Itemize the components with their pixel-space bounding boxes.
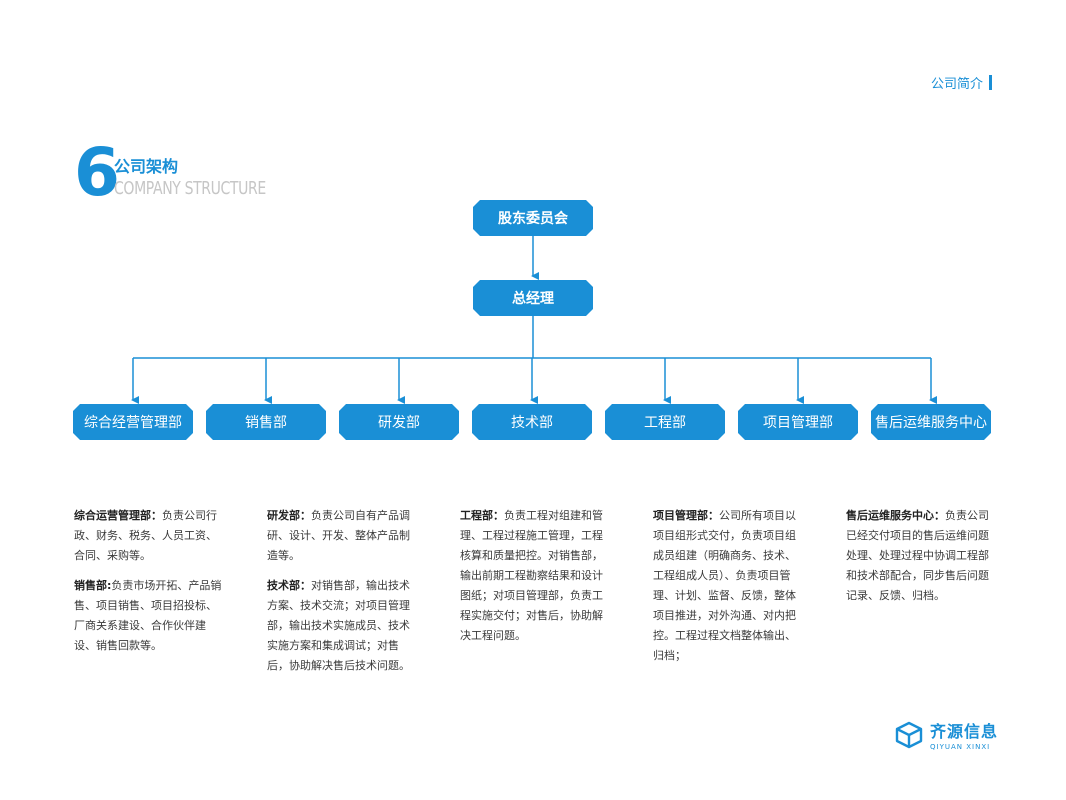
logo-pinyin: QIYUAN XINXI [930,743,991,751]
cube-logo-icon [895,721,923,748]
desc-sep: ： [708,509,719,522]
desc-sep: ： [300,509,311,522]
desc-text: 负责公司自有产品调研、设计、开发、整体产品制造等。 [267,509,410,562]
desc-text: 对销售部，输出技术方案、技术交流；对项目管理部，输出技术实施成员、技术实施方案和… [267,579,410,672]
desc-text: 负责公司行政、财务、税务、人员工资、合同、采购等。 [74,509,217,562]
desc-label: 工程部 [460,509,493,522]
desc-engineering: 工程部：负责工程对组建和管理、工程过程施工管理，工程核算和质量把控。对销售部，输… [460,506,610,646]
desc-label: 技术部 [267,579,300,592]
desc-sales: 销售部:负责市场开拓、产品销售、项目销售、项目招投标、厂商关系建设、合作伙伴建设… [74,576,224,656]
desc-sep: ： [493,509,504,522]
desc-text: 负责市场开拓、产品销售、项目销售、项目招投标、厂商关系建设、合作伙伴建设、销售回… [74,579,222,652]
desc-rnd: 研发部：负责公司自有产品调研、设计、开发、整体产品制造等。 [267,506,417,566]
company-logo: 齐源信息 QIYUAN XINXI [894,718,998,751]
desc-general-ops: 综合运营管理部：负责公司行政、财务、税务、人员工资、合同、采购等。 [74,506,224,566]
desc-after-sales: 售后运维服务中心：负责公司已经交付项目的售后运维问题处理、处理过程中协调工程部和… [846,506,996,606]
desc-sep: ： [300,579,311,592]
desc-text: 负责公司已经交付项目的售后运维问题处理、处理过程中协调工程部和技术部配合，同步售… [846,509,989,602]
desc-label: 售后运维服务中心 [846,509,934,522]
node-general-manager: 总经理 [473,280,593,316]
node-dept-project-mgmt: 项目管理部 [738,404,858,440]
desc-sep: : [107,579,112,592]
section-label: 公司简介 [930,77,983,92]
desc-label: 综合运营管理部 [74,509,151,522]
desc-column-1: 综合运营管理部：负责公司行政、财务、税务、人员工资、合同、采购等。 销售部:负责… [74,506,224,666]
desc-column-5: 售后运维服务中心：负责公司已经交付项目的售后运维问题处理、处理过程中协调工程部和… [846,506,996,616]
desc-label: 项目管理部 [653,509,708,522]
node-dept-general-ops: 综合经营管理部 [73,404,193,440]
desc-label: 研发部 [267,509,300,522]
desc-text: 公司所有项目以项目组形式交付，负责项目组成员组建（明确商务、技术、工程组成人员）… [653,509,796,662]
node-dept-after-sales: 售后运维服务中心 [871,404,991,440]
desc-column-4: 项目管理部：公司所有项目以项目组形式交付，负责项目组成员组建（明确商务、技术、工… [653,506,803,676]
node-dept-rnd: 研发部 [339,404,459,440]
page-title: 公司架构 [114,157,179,176]
logo-name: 齐源信息 [930,722,999,741]
node-dept-engineering: 工程部 [605,404,725,440]
section-tag: 公司简介 [931,73,992,92]
desc-project-mgmt: 项目管理部：公司所有项目以项目组形式交付，负责项目组成员组建（明确商务、技术、工… [653,506,803,666]
node-shareholders: 股东委员会 [473,200,593,236]
page-subtitle: COMPANY STRUCTURE [114,178,266,199]
node-dept-sales: 销售部 [206,404,326,440]
desc-text: 负责工程对组建和管理、工程过程施工管理，工程核算和质量把控。对销售部，输出前期工… [460,509,603,642]
desc-column-3: 工程部：负责工程对组建和管理、工程过程施工管理，工程核算和质量把控。对销售部，输… [460,506,610,656]
desc-sep: ： [934,509,945,522]
section-bar [989,75,992,90]
node-dept-tech: 技术部 [472,404,592,440]
desc-sep: ： [151,509,162,522]
desc-tech: 技术部：对销售部，输出技术方案、技术交流；对项目管理部，输出技术实施成员、技术实… [267,576,417,676]
desc-column-2: 研发部：负责公司自有产品调研、设计、开发、整体产品制造等。 技术部：对销售部，输… [267,506,417,686]
desc-label: 销售部 [74,579,107,592]
